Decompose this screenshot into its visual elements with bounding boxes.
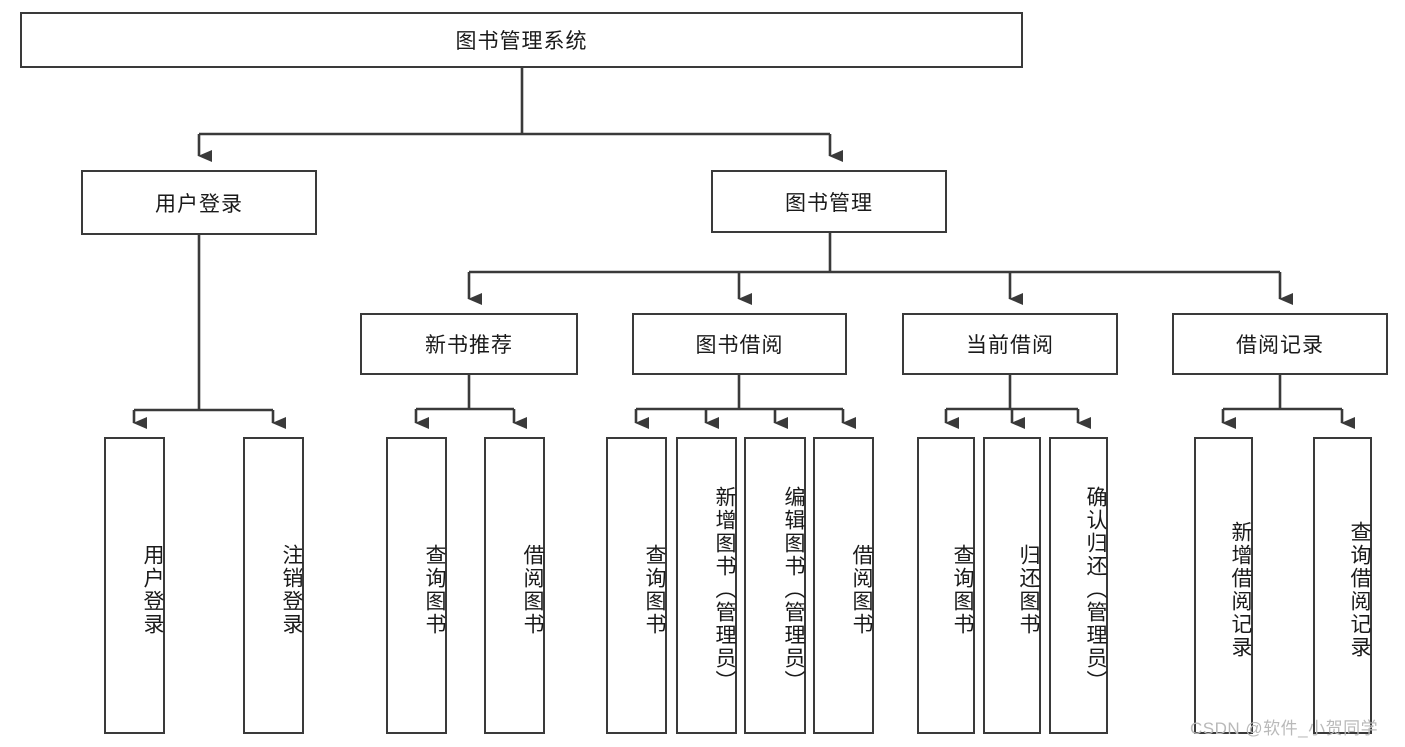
node-label: 借阅图书 bbox=[850, 543, 873, 636]
leaf-book-borrow-borrow[interactable]: 借阅图书 bbox=[813, 437, 874, 734]
node-book-management[interactable]: 图书管理 bbox=[711, 170, 947, 233]
node-book-borrow[interactable]: 图书借阅 bbox=[632, 313, 847, 375]
leaf-current-borrow-confirm[interactable]: 确认归还（管理员） bbox=[1049, 437, 1108, 734]
leaf-current-borrow-return[interactable]: 归还图书 bbox=[983, 437, 1041, 734]
node-label: 图书管理系统 bbox=[455, 30, 588, 53]
node-root-system[interactable]: 图书管理系统 bbox=[20, 12, 1023, 68]
node-label: 图书管理 bbox=[785, 191, 873, 215]
node-label: 借阅记录 bbox=[1236, 334, 1324, 357]
leaf-new-book-borrow[interactable]: 借阅图书 bbox=[484, 437, 545, 734]
node-label: 新书推荐 bbox=[425, 334, 513, 357]
leaf-user-login-login[interactable]: 用户登录 bbox=[104, 437, 165, 734]
leaf-borrow-record-query[interactable]: 查询借阅记录 bbox=[1313, 437, 1372, 734]
node-label: 新增借阅记录 bbox=[1229, 520, 1252, 659]
node-label: 当前借阅 bbox=[966, 334, 1054, 357]
node-current-borrow[interactable]: 当前借阅 bbox=[902, 313, 1118, 375]
node-label: 查询借阅记录 bbox=[1348, 520, 1371, 659]
node-label: 查询图书 bbox=[423, 543, 446, 636]
node-new-book-recommend[interactable]: 新书推荐 bbox=[360, 313, 578, 375]
csdn-watermark: CSDN @软件_小贺同学 bbox=[1190, 719, 1379, 738]
node-label: 图书借阅 bbox=[695, 334, 784, 357]
leaf-new-book-query[interactable]: 查询图书 bbox=[386, 437, 447, 734]
leaf-current-borrow-query[interactable]: 查询图书 bbox=[917, 437, 975, 734]
node-label: 编辑图书（管理员） bbox=[782, 486, 805, 693]
node-label: 用户登录 bbox=[141, 543, 164, 636]
node-label: 查询图书 bbox=[951, 543, 974, 636]
node-label: 用户登录 bbox=[155, 192, 243, 216]
node-label: 新增图书（管理员） bbox=[713, 486, 736, 693]
leaf-borrow-record-add[interactable]: 新增借阅记录 bbox=[1194, 437, 1253, 734]
node-label: 归还图书 bbox=[1017, 543, 1040, 636]
leaf-book-borrow-add[interactable]: 新增图书（管理员） bbox=[676, 437, 737, 734]
node-label: 确认归还（管理员） bbox=[1084, 486, 1107, 693]
leaf-book-borrow-edit[interactable]: 编辑图书（管理员） bbox=[744, 437, 806, 734]
node-borrow-record[interactable]: 借阅记录 bbox=[1172, 313, 1388, 375]
node-user-login[interactable]: 用户登录 bbox=[81, 170, 317, 235]
leaf-book-borrow-query[interactable]: 查询图书 bbox=[606, 437, 667, 734]
leaf-user-login-logout[interactable]: 注销登录 bbox=[243, 437, 304, 734]
node-label: 借阅图书 bbox=[521, 543, 544, 636]
node-label: 查询图书 bbox=[643, 543, 666, 636]
node-label: 注销登录 bbox=[280, 543, 303, 636]
